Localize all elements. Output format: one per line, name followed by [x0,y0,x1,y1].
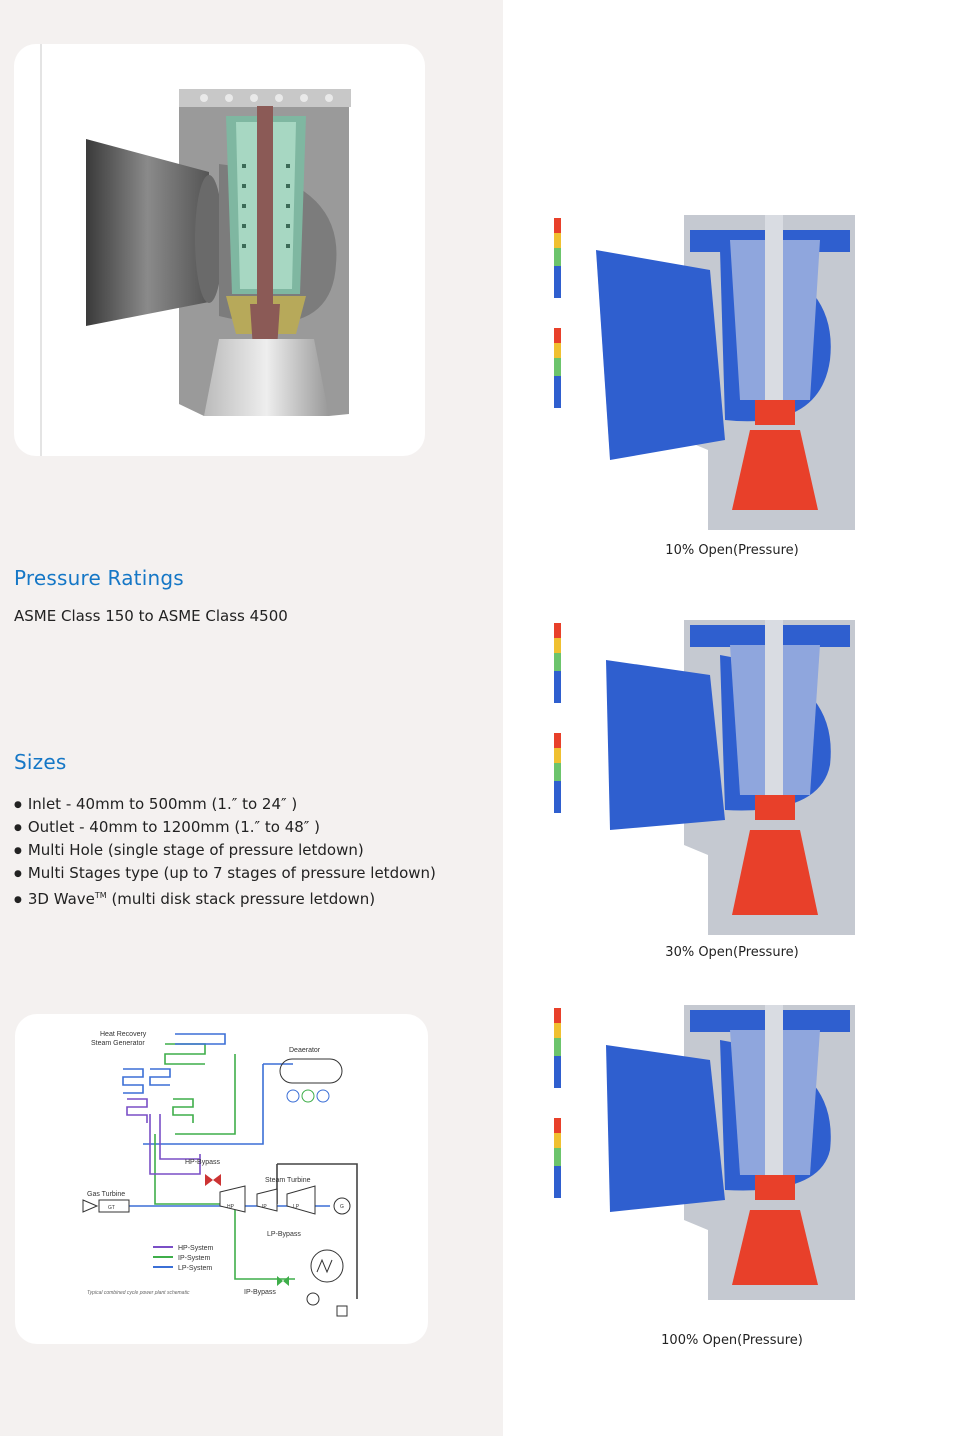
valve-cutaway-illustration [40,44,351,456]
list-item: Inlet - 40mm to 500mm (1.″ to 24″ ) [14,793,436,816]
simulation-10-percent [550,210,865,535]
simulation-30-caption: 30% Open(Pressure) [665,945,799,960]
legend-lp: LP-System [178,1265,212,1272]
list-item: 3D WaveTM (multi disk stack pressure let… [14,885,436,911]
legend-hp: HP-System [178,1245,214,1252]
simulation-10-caption: 10% Open(Pressure) [665,543,799,558]
plant-schematic-card: Heat Recovery Steam Generator Deaerator [15,1014,428,1344]
plant-schematic-diagram: Heat Recovery Steam Generator Deaerator [82,1031,358,1317]
simulation-100-percent [550,1000,865,1310]
legend-ip: IP-System [178,1255,210,1262]
pressure-ratings-text: ASME Class 150 to ASME Class 4500 [14,607,288,625]
label-ip-bypass: IP-Bypass [244,1289,276,1296]
schematic-caption: Typical combined cycle power plant schem… [87,1290,190,1296]
simulation-100-caption: 100% Open(Pressure) [661,1333,803,1348]
list-item: Outlet - 40mm to 1200mm (1.″ to 48″ ) [14,816,436,839]
label-generator: G [340,1204,344,1210]
pressure-ratings-heading: Pressure Ratings [14,566,184,590]
sizes-heading: Sizes [14,750,67,774]
label-hp-turbine: HP [227,1204,235,1210]
simulation-10-percent-image [554,215,855,530]
list-item: Multi Stages type (up to 7 stages of pre… [14,862,436,885]
item-3d-wave-prefix: 3D Wave [27,890,95,908]
label-gas-turbine: Gas Turbine [87,1191,125,1198]
label-lp-turbine: LP [293,1204,300,1210]
label-gt: GT [108,1205,115,1211]
label-hp-bypass: HP-Bypass [185,1159,221,1166]
sizes-list: Inlet - 40mm to 500mm (1.″ to 24″ ) Outl… [14,793,436,911]
label-ip-turbine: IP [262,1204,267,1210]
trademark-superscript: TM [94,891,107,900]
simulation-30-percent [550,615,865,940]
label-steam-turbine: Steam Turbine [265,1177,311,1184]
label-lp-bypass: LP-Bypass [267,1231,301,1238]
item-3d-wave-suffix: (multi disk stack pressure letdown) [106,890,376,908]
list-item: Multi Hole (single stage of pressure let… [14,839,436,862]
valve-cutaway-card [14,44,425,456]
label-deaerator: Deaerator [289,1047,321,1054]
label-hrsg: Heat Recovery [100,1031,147,1038]
simulation-100-percent-image [554,1005,855,1300]
simulation-30-percent-image [554,620,855,935]
label-hrsg-2: Steam Generator [91,1040,145,1047]
